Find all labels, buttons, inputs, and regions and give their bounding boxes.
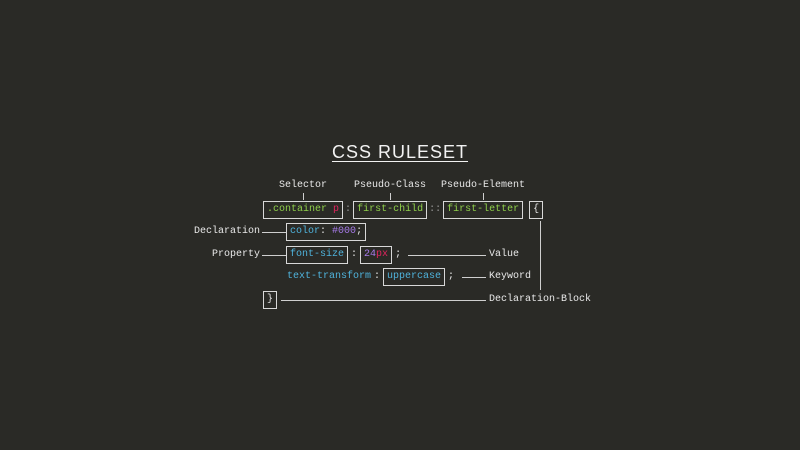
decl3-semicolon: ; [448,271,455,282]
selector-box: .container p [263,201,344,219]
declaration-block-connector [281,300,486,301]
value-box: 24px [360,246,393,264]
decl2-semicolon: ; [395,249,402,260]
pseudo-class-tick [390,193,391,200]
close-brace-box: } [263,291,278,309]
value-unit: px [376,249,389,260]
label-pseudo-element: Pseudo-Element [440,180,525,191]
decl1-value: #000 [332,226,357,237]
label-declaration: Declaration [193,226,260,237]
decl1-colon: : [320,226,327,237]
pseudo-element-colons: :: [429,204,442,215]
label-value: Value [489,249,520,260]
decl1-property: color [290,226,321,237]
label-declaration-block: Declaration-Block [489,294,592,305]
declaration-connector [262,232,286,233]
open-brace-box: { [529,201,544,219]
selector-element: p [333,204,340,215]
declaration-block-bracket-line [540,221,541,290]
keyword-box: uppercase [383,268,446,286]
selector-row: .container p : first-child :: first-lett… [263,201,544,219]
pseudo-class-colon: : [345,204,352,215]
label-selector: Selector [278,180,327,191]
selector-tick [303,193,304,200]
decl2-colon: : [351,249,358,260]
value-connector [408,255,486,256]
pseudo-class-box: first-child [353,201,428,219]
declaration-row: color: #000; [286,223,367,241]
keyword-connector [462,277,486,278]
value-number: 24 [364,249,377,260]
property-connector [262,255,286,256]
close-row: } [263,291,278,309]
decl3-property: text-transform [287,271,372,282]
diagram-title: CSS RULESET [331,142,469,162]
declaration-box: color: #000; [286,223,367,241]
property-box: font-size [286,246,349,264]
pseudo-element-tick [483,193,484,200]
pseudo-element-box: first-letter [443,201,524,219]
label-pseudo-class: Pseudo-Class [353,180,426,191]
decl1-semicolon: ; [356,226,363,237]
label-property: Property [211,249,260,260]
selector-class: .container [267,204,328,215]
label-keyword: Keyword [489,271,532,282]
keyword-row: text-transform : uppercase ; [287,268,454,286]
decl3-colon: : [374,271,381,282]
property-row: font-size : 24px ; [286,246,401,264]
